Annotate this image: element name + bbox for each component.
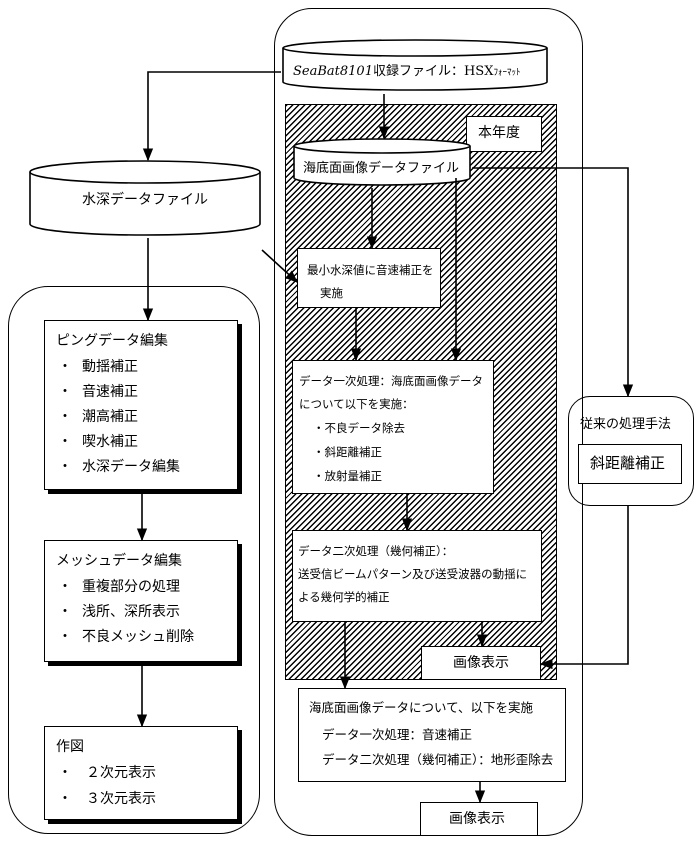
ping-bullet: ・ bbox=[58, 459, 72, 475]
primary-line2: について以下を実施： bbox=[299, 397, 414, 411]
plot-bullet: ・ bbox=[58, 791, 72, 807]
slant-range-box bbox=[578, 444, 682, 484]
secondary-line3: よる幾何学的補正 bbox=[298, 590, 390, 604]
seabat-file-cylinder bbox=[282, 39, 548, 91]
seafloor-proc-line2: データ一次処理：音速補正 bbox=[322, 727, 473, 742]
min-depth-box bbox=[297, 248, 441, 308]
mesh-edit-title: メッシュデータ編集 bbox=[56, 553, 182, 569]
arrow-seabat-to-depth bbox=[142, 71, 281, 162]
ping-edit-title: ピングデータ編集 bbox=[56, 333, 168, 349]
min-depth-line2: 実施 bbox=[320, 286, 343, 300]
seafloor-file-cylinder bbox=[293, 138, 471, 186]
seafloor-proc-line3: データ二次処理（幾何補正）：地形歪除去 bbox=[322, 752, 554, 767]
ping-item: 潮高補正 bbox=[82, 409, 138, 425]
ping-item: 動揺補正 bbox=[82, 359, 138, 375]
plot-bullet: ・ bbox=[58, 765, 72, 781]
this-year-box bbox=[466, 116, 542, 152]
seabat-file-label: SeaBat8101収録ファイル：HSXﾌｫｰﾏｯﾄ bbox=[293, 65, 520, 78]
ping-bullet: ・ bbox=[58, 409, 72, 425]
mesh-item: 重複部分の処理 bbox=[82, 579, 180, 595]
plot-item: ３次元表示 bbox=[86, 791, 156, 807]
mesh-bullet: ・ bbox=[58, 579, 72, 595]
primary-item: ・不良データ除去 bbox=[313, 421, 405, 435]
image-display-label-2: 画像表示 bbox=[449, 811, 505, 827]
depth-file-cylinder bbox=[29, 160, 261, 236]
secondary-line1: データ二次処理（幾何補正）： bbox=[298, 544, 454, 558]
this-year-label: 本年度 bbox=[478, 125, 520, 141]
primary-processing-box bbox=[292, 360, 494, 494]
plot-box bbox=[44, 726, 238, 820]
ping-bullet: ・ bbox=[58, 359, 72, 375]
arrow-conventional-to-display1 bbox=[539, 506, 629, 670]
primary-item: ・放射量補正 bbox=[313, 469, 382, 483]
seabat-file-text: 収録ファイル：HSX bbox=[372, 64, 494, 79]
seafloor-proc-line1: 海底面画像データについて、以下を実施 bbox=[309, 700, 534, 715]
image-display-label-1: 画像表示 bbox=[453, 655, 509, 671]
conventional-method-title: 従来の処理手法 bbox=[580, 417, 672, 432]
mesh-bullet: ・ bbox=[58, 604, 72, 620]
mesh-item: 浅所、深所表示 bbox=[82, 604, 180, 620]
min-depth-line1: 最小水深値に音速補正を bbox=[307, 263, 434, 277]
secondary-line2: 送受信ビームパターン及び送受波器の動揺に bbox=[298, 567, 528, 581]
secondary-processing-box bbox=[292, 530, 542, 622]
seafloor-file-label: 海底面画像データファイル bbox=[303, 161, 460, 176]
ping-item: 水深データ編集 bbox=[82, 459, 180, 475]
slant-range-label: 斜距離補正 bbox=[590, 454, 666, 472]
mesh-bullet: ・ bbox=[58, 629, 72, 645]
plot-item: ２次元表示 bbox=[86, 765, 156, 781]
arrow-depth-to-mindepth bbox=[261, 249, 298, 283]
seafloor-processing-box bbox=[298, 688, 566, 782]
mesh-item: 不良メッシュ削除 bbox=[82, 629, 194, 645]
ping-item: 音速補正 bbox=[82, 384, 138, 400]
ping-bullet: ・ bbox=[58, 384, 72, 400]
seabat-file-suffix: ﾌｫｰﾏｯﾄ bbox=[493, 68, 521, 78]
plot-title: 作図 bbox=[56, 739, 84, 755]
ping-bullet: ・ bbox=[58, 434, 72, 450]
seabat-model: SeaBat8101 bbox=[293, 64, 373, 79]
arrow-seafloor-to-conventional bbox=[472, 167, 634, 398]
image-display-box-2 bbox=[420, 802, 538, 836]
ping-item: 喫水補正 bbox=[82, 434, 138, 450]
left-process-container bbox=[8, 286, 260, 834]
depth-file-label: 水深データファイル bbox=[82, 192, 208, 208]
primary-line1: データ一次処理：海底面画像データ bbox=[299, 374, 483, 388]
primary-item: ・斜距離補正 bbox=[313, 445, 382, 459]
ping-edit-box bbox=[44, 320, 238, 490]
